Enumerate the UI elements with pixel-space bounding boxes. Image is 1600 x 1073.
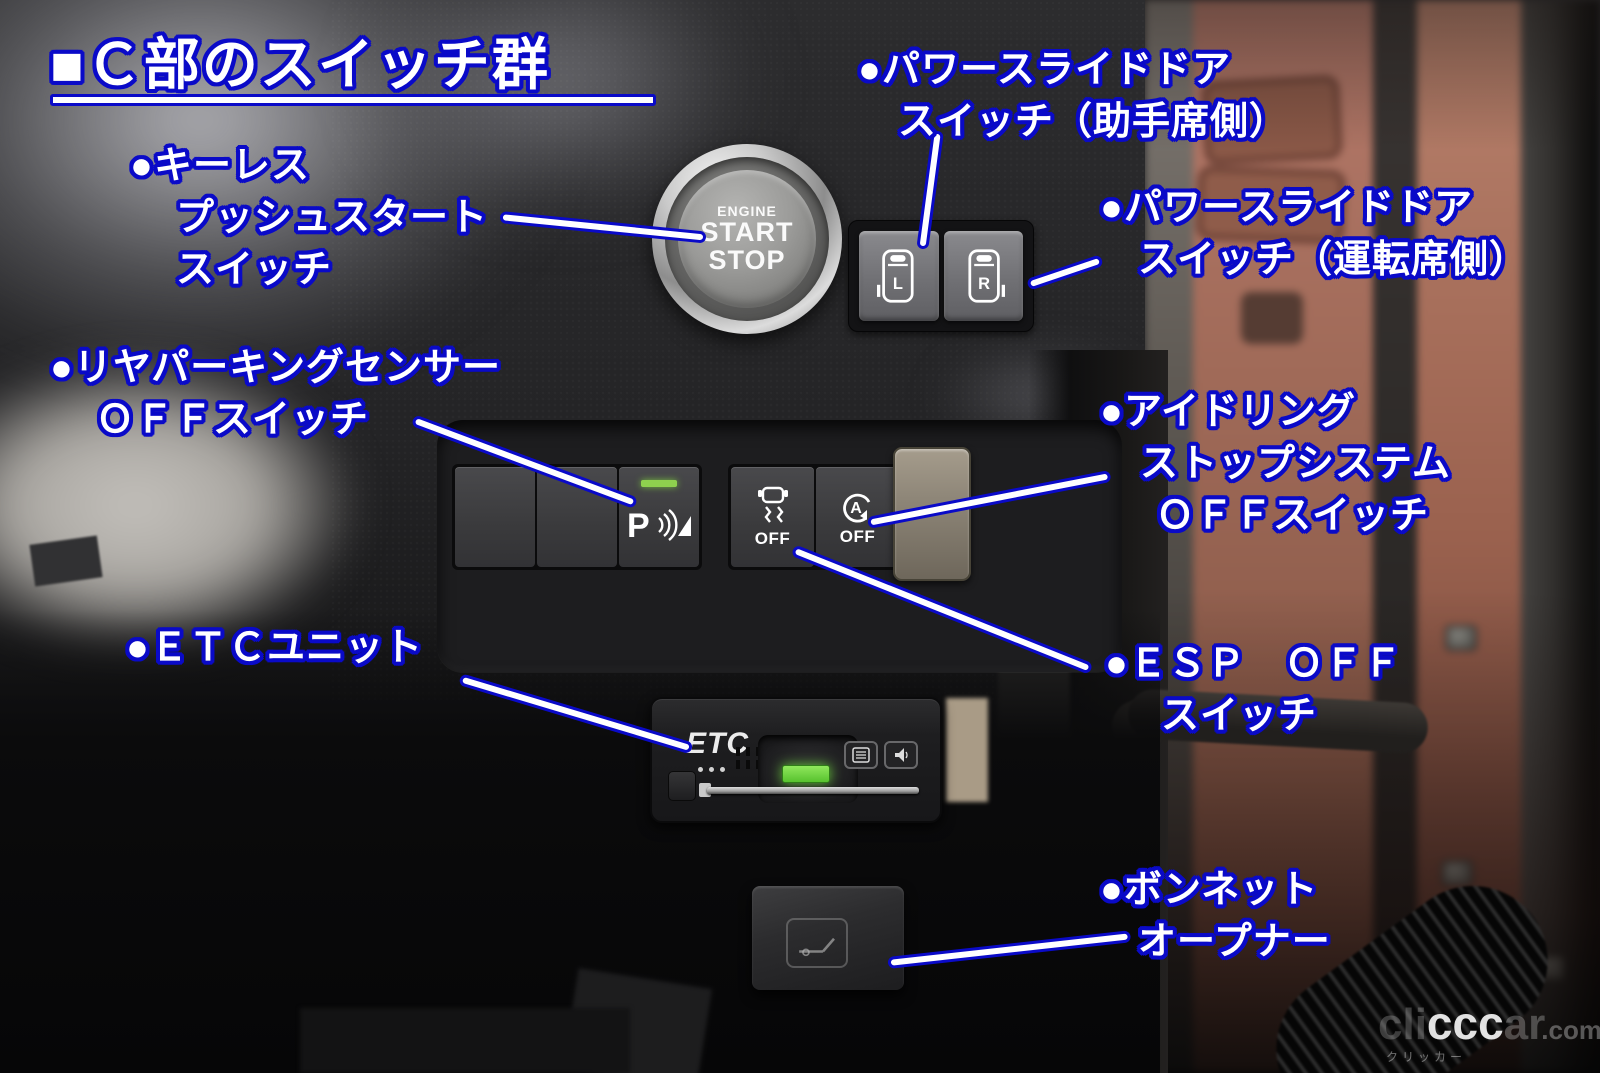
title-underline — [50, 94, 656, 106]
slide-door-right-switch: R — [943, 231, 1023, 321]
bonnet-opener-lever — [752, 886, 904, 990]
label-slide-door-driver: ●パワースライドドア スイッチ（運転席側） — [1100, 182, 1528, 286]
svg-text:R: R — [978, 275, 990, 293]
etc-status-led — [782, 765, 830, 783]
label-line: ●ＥＳＰ ＯＦＦ — [1105, 643, 1402, 685]
label-line: スイッチ — [1161, 695, 1318, 737]
slide-door-left-icon: L — [876, 249, 914, 303]
etc-card-slot — [707, 787, 919, 794]
parking-sensor-indicator — [641, 480, 677, 487]
label-idling-stop: ●アイドリング ストップシステム ＯＦＦスイッチ — [1100, 386, 1451, 542]
left-switch-cluster: P — [452, 464, 702, 570]
etc-eject-button — [668, 771, 696, 801]
watermark-part: ccc — [1426, 997, 1504, 1049]
bottom-sill — [300, 1008, 630, 1073]
etc-list-icon — [852, 747, 870, 763]
door-jamb-shading — [1145, 0, 1600, 1073]
esp-off-icon — [757, 486, 788, 523]
label-line: ＯＦＦスイッチ — [96, 399, 370, 441]
watermark-part: .com — [1541, 1015, 1600, 1045]
engine-start-stop-button: ENGINE START STOP — [652, 144, 842, 334]
slide-door-switch-panel: L R — [848, 220, 1034, 332]
etc-vent-row-2 — [736, 760, 764, 769]
idle-stop-off-label: OFF — [839, 526, 876, 546]
label-bonnet-opener: ●ボンネット オープナー — [1100, 864, 1331, 968]
slide-door-right-icon: R — [968, 249, 1006, 303]
label-line: オープナー — [1138, 921, 1331, 963]
label-line: スイッチ（運転席側） — [1138, 239, 1529, 281]
label-line: ＯＦＦスイッチ — [1156, 495, 1430, 537]
label-etc-unit: ●ＥＴＣユニット — [126, 622, 423, 674]
label-line: ●ボンネット — [1100, 869, 1319, 911]
label-line: プッシュスタート — [176, 197, 489, 239]
stop-label: STOP — [708, 245, 786, 275]
watermark-katakana: クリッカー — [1386, 1050, 1467, 1064]
etc-logo-dots — [698, 767, 725, 772]
etc-speaker-icon — [895, 748, 908, 762]
esp-off-label: OFF — [754, 528, 791, 548]
page-title: ■Ｃ部のスイッチ群 — [50, 33, 550, 96]
blurred-steering-column — [0, 355, 360, 655]
start-label: START — [700, 217, 794, 248]
etc-detail-button — [844, 741, 878, 769]
label-line: ●キーレス — [130, 145, 310, 187]
engine-button-face: ENGINE START STOP — [678, 170, 816, 308]
svg-text:L: L — [893, 275, 903, 293]
label-line: スイッチ（助手席側） — [898, 101, 1289, 143]
idle-stop-icon: A — [842, 493, 870, 523]
label-rear-parking-sensor: ●リヤパーキングセンサー ＯＦＦスイッチ — [50, 342, 501, 446]
label-keyless-push-start: ●キーレス プッシュスタート スイッチ — [130, 140, 488, 296]
blank-switch-1 — [455, 467, 535, 567]
engine-label: ENGINE — [717, 203, 777, 220]
rear-parking-sensor-off-switch: P — [619, 467, 699, 567]
watermark-part: cli — [1378, 1000, 1427, 1049]
bonnet-opener-icon — [786, 918, 848, 968]
lower-pocket-edge — [946, 698, 988, 802]
label-line: スイッチ — [176, 249, 333, 291]
label-line: ●リヤパーキングセンサー — [50, 347, 502, 389]
svg-text:A: A — [850, 500, 862, 517]
label-slide-door-passenger: ●パワースライドドア スイッチ（助手席側） — [858, 44, 1288, 148]
label-esp-off: ●ＥＳＰ ＯＦＦ スイッチ — [1105, 638, 1402, 742]
idle-stop-off-switch: A OFF — [816, 467, 899, 567]
watermark-part: ar — [1503, 1000, 1546, 1049]
label-line: ●パワースライドドア — [858, 49, 1232, 91]
label-line: ●アイドリング — [1100, 391, 1357, 433]
label-line: ストップシステム — [1140, 443, 1451, 485]
etc-volume-button — [884, 741, 918, 769]
svg-text:P: P — [627, 507, 650, 544]
etc-vent-row-1 — [736, 747, 764, 756]
label-line: ●パワースライドドア — [1100, 187, 1474, 229]
label-line: ●ＥＴＣユニット — [126, 627, 423, 669]
parking-sensor-icon: P — [627, 507, 691, 544]
etc-unit: ETC — [650, 697, 942, 823]
